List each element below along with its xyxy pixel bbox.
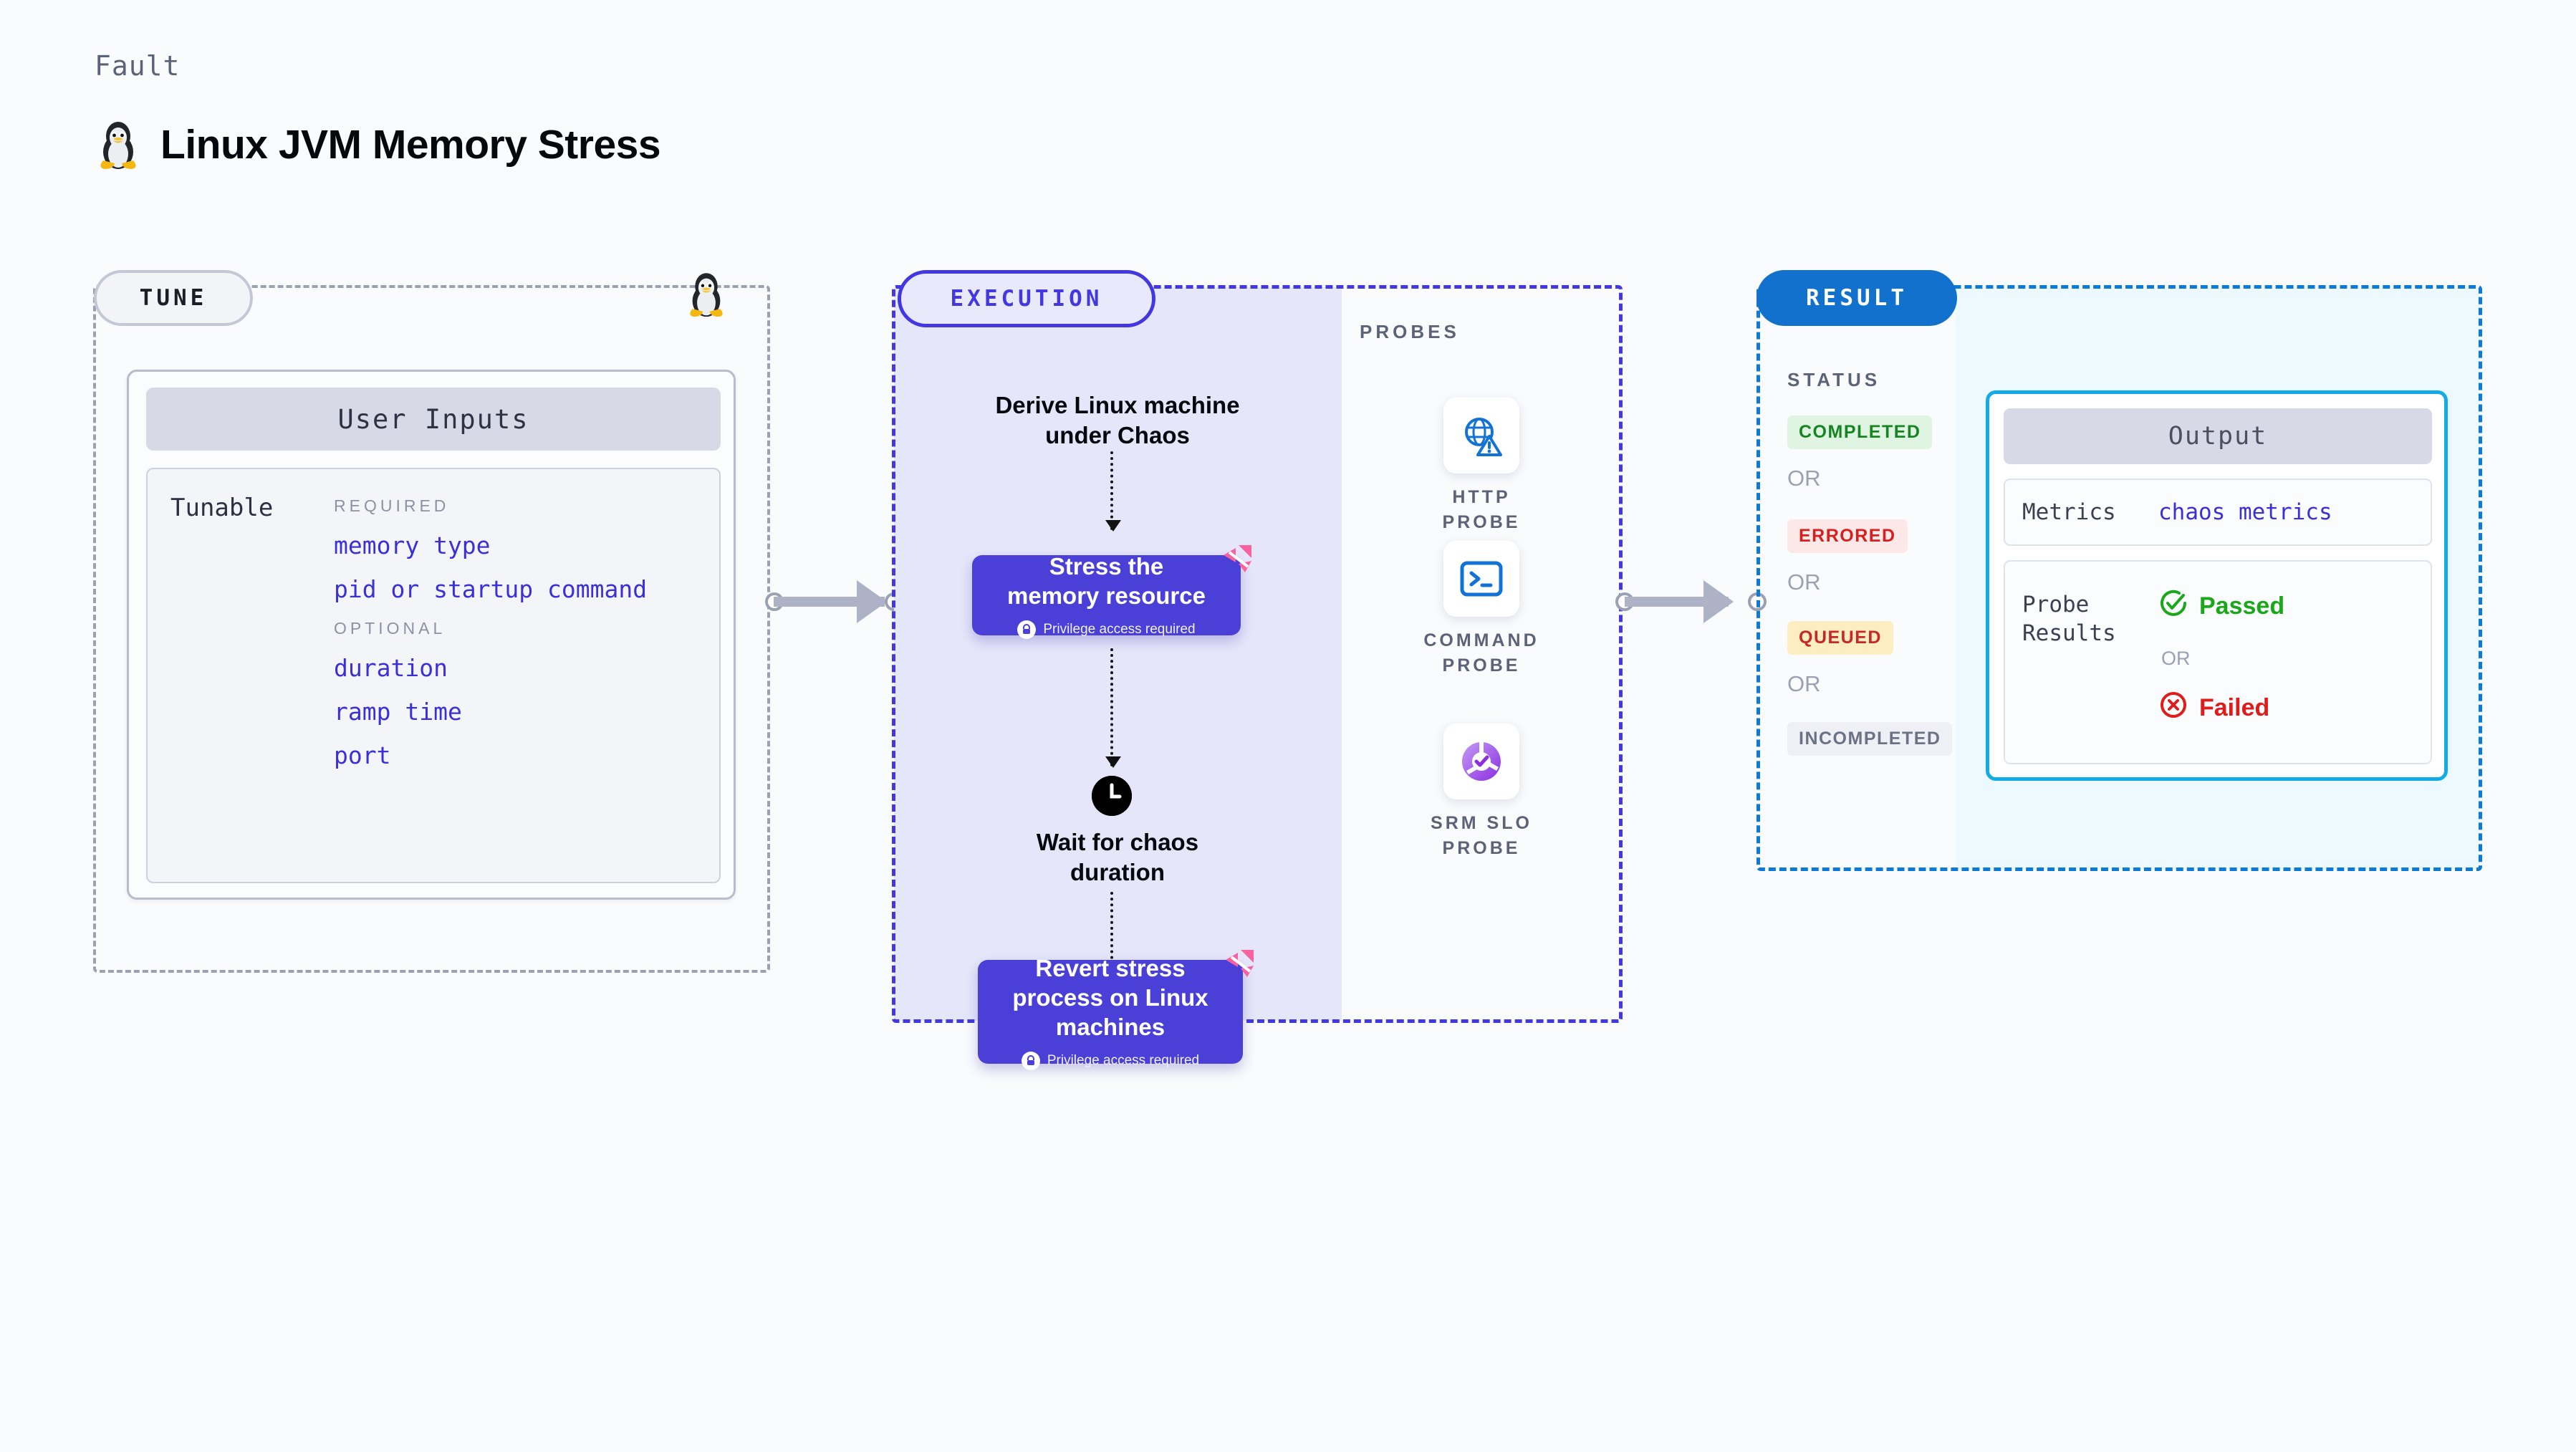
tunable-items: REQUIRED memory type pid or startup comm… [334,484,706,785]
privilege-note-text: Privilege access required [1047,1053,1200,1069]
tunable-item[interactable]: duration [334,654,448,682]
status-badge-errored: ERRORED [1787,519,1908,553]
status-or: OR [1787,466,1821,491]
litmus-badge-icon [1216,538,1258,580]
check-circle-icon [2159,589,2188,624]
linux-penguin-marker-icon [684,266,729,322]
status-badge-queued: QUEUED [1787,621,1893,655]
result-pill[interactable]: RESULT [1756,270,1957,326]
status-or: OR [1787,569,1821,595]
connector-arrowhead [857,580,887,623]
execution-panel-fill [894,287,1342,1021]
privilege-note: Privilege access required [1021,1052,1200,1071]
lock-icon [1021,1052,1040,1071]
page-title-text: Linux JVM Memory Stress [160,121,661,168]
group-heading-optional: OPTIONAL [334,619,446,638]
metrics-key: Metrics [2022,499,2116,525]
status-label: STATUS [1787,369,1881,390]
tunable-item[interactable]: port [334,741,391,769]
probe-srm-slo[interactable]: SRM SLO PROBE [1410,723,1553,861]
tunable-item[interactable]: ramp time [334,698,462,726]
output-card: Output Metrics chaos metrics Probe Resul… [1986,390,2448,781]
status-badge-incompleted: INCOMPLETED [1787,722,1953,756]
execution-card-revert[interactable]: Revert stress process on Linux machines … [978,950,1254,1071]
slo-donut-check-icon [1443,723,1519,799]
connector-line [1625,597,1729,607]
x-circle-icon [2159,691,2188,726]
probe-result-or: OR [2161,648,2191,669]
execution-step-wait: Wait for chaos duration [1036,829,1199,885]
flow-arrow [1105,451,1121,532]
tunable-box: Tunable REQUIRED memory type pid or star… [146,468,721,883]
group-heading-required: REQUIRED [334,496,450,515]
probe-results-row: Probe Results Passed OR Failed [2004,560,2432,764]
execution-probes-outline [892,285,1623,1023]
tunable-label: Tunable [170,494,274,522]
execution-card-title: Stress the memory resource [1007,552,1206,609]
probe-result-passed-text: Passed [2199,592,2285,620]
tunable-item[interactable]: memory type [334,532,491,559]
user-inputs-card: User Inputs Tunable REQUIRED memory type… [127,370,736,900]
status-or: OR [1787,671,1821,696]
probes-label: PROBES [1360,321,1460,342]
probe-result-failed-text: Failed [2199,694,2270,721]
tune-pill[interactable]: TUNE [94,270,253,326]
probe-caption: HTTP PROBE [1442,487,1521,532]
probe-caption: SRM SLO PROBE [1431,813,1532,858]
litmus-badge-icon [1219,943,1260,984]
linux-penguin-icon [95,115,142,174]
clock-icon [1092,776,1132,816]
execution-card-title: Revert stress process on Linux machines [1012,954,1208,1041]
probe-http[interactable]: HTTP PROBE [1410,398,1553,535]
flow-arrow [1105,648,1121,768]
metrics-row: Metrics chaos metrics [2004,479,2432,546]
probe-caption: COMMAND PROBE [1423,630,1539,675]
tune-panel [93,285,770,973]
output-header: Output [2004,408,2432,464]
user-inputs-header: User Inputs [146,388,721,451]
privilege-note-text: Privilege access required [1043,622,1196,638]
connector-arrowhead [1703,580,1734,623]
globe-warning-icon [1443,398,1519,473]
page-title: Linux JVM Memory Stress [95,115,661,174]
probe-command[interactable]: COMMAND PROBE [1410,541,1553,678]
execution-pill[interactable]: EXECUTION [898,270,1155,327]
lock-icon [1017,620,1037,640]
privilege-note: Privilege access required [1017,620,1196,640]
result-outline [1756,285,2482,871]
tunable-item[interactable]: pid or startup command [334,575,648,603]
status-badge-completed: COMPLETED [1787,415,1933,449]
metrics-value[interactable]: chaos metrics [2158,499,2332,525]
probe-result-failed: Failed [2159,691,2269,726]
execution-card-stress[interactable]: Stress the memory resource Privilege acc… [972,545,1251,640]
fault-kicker: Fault [95,50,181,82]
execution-step-derive: Derive Linux machine under Chaos [995,392,1240,448]
probe-result-passed: Passed [2159,589,2284,624]
probe-results-key: Probe Results [2022,592,2116,647]
terminal-prompt-icon [1443,541,1519,617]
